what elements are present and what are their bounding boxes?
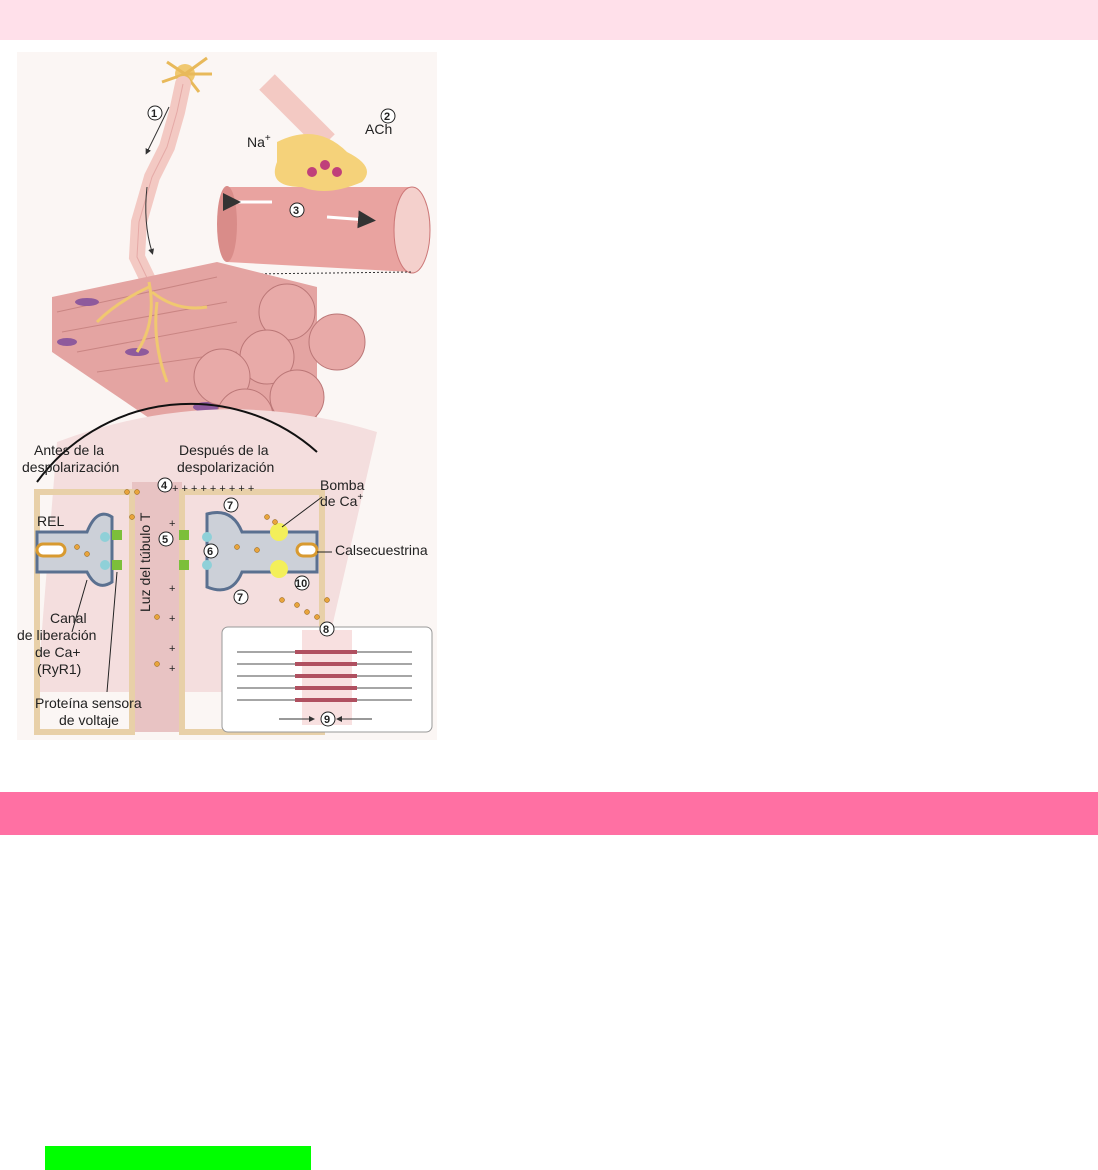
svg-text:+: +	[169, 583, 175, 595]
channel-label-3: de Ca+	[35, 644, 81, 660]
channel-label-4: (RyR1)	[37, 661, 81, 677]
calsequestrin-label: Calsecuestrina	[335, 542, 428, 558]
step-9: 9	[324, 714, 330, 726]
step-3: 3	[293, 205, 299, 217]
before-label-1: Antes de la	[34, 442, 104, 458]
sensor-label-2: de voltaje	[59, 712, 119, 728]
step-8: 8	[323, 624, 329, 636]
pump-label-2: de Ca+	[320, 492, 363, 509]
step-7a: 7	[227, 500, 233, 512]
top-banner	[0, 0, 1098, 40]
channel-label-2: de liberación	[17, 627, 96, 643]
svg-text:+ + + + + + + + +: + + + + + + + + +	[172, 483, 254, 495]
muscle-contraction-figure: ACh Na+ + + + + + + + + + + + + +	[17, 52, 437, 740]
rel-label: REL	[37, 513, 64, 529]
svg-text:+: +	[169, 663, 175, 675]
pump-label-1: Bomba	[320, 477, 365, 493]
svg-text:+: +	[169, 643, 175, 655]
step-2: 2	[384, 111, 390, 123]
section-divider-bar	[0, 792, 1098, 835]
step-1: 1	[151, 108, 157, 120]
channel-label-1: Canal	[50, 610, 87, 626]
svg-text:+: +	[169, 518, 175, 530]
muscle-bundle	[52, 262, 366, 446]
step-6: 6	[207, 546, 213, 558]
before-label-2: despolarización	[22, 459, 119, 475]
muscle-fiber-zoom	[217, 134, 431, 288]
ttubule-label: Luz del túbulo T	[137, 512, 153, 612]
na-label: Na+	[247, 133, 271, 150]
sensor-label-1: Proteína sensora	[35, 695, 142, 711]
step-markers	[147, 105, 396, 727]
svg-text:+: +	[169, 613, 175, 625]
step-4: 4	[161, 480, 168, 492]
step-10: 10	[295, 578, 307, 590]
neuron-icon	[128, 56, 212, 290]
after-label-2: despolarización	[177, 459, 274, 475]
figure-illustration: ACh Na+ + + + + + + + + + + + + +	[17, 52, 437, 740]
ach-label: ACh	[365, 121, 392, 137]
step-7b: 7	[237, 592, 243, 604]
after-label-1: Después de la	[179, 442, 269, 458]
green-highlight-block	[45, 1146, 311, 1170]
step-5: 5	[162, 534, 168, 546]
